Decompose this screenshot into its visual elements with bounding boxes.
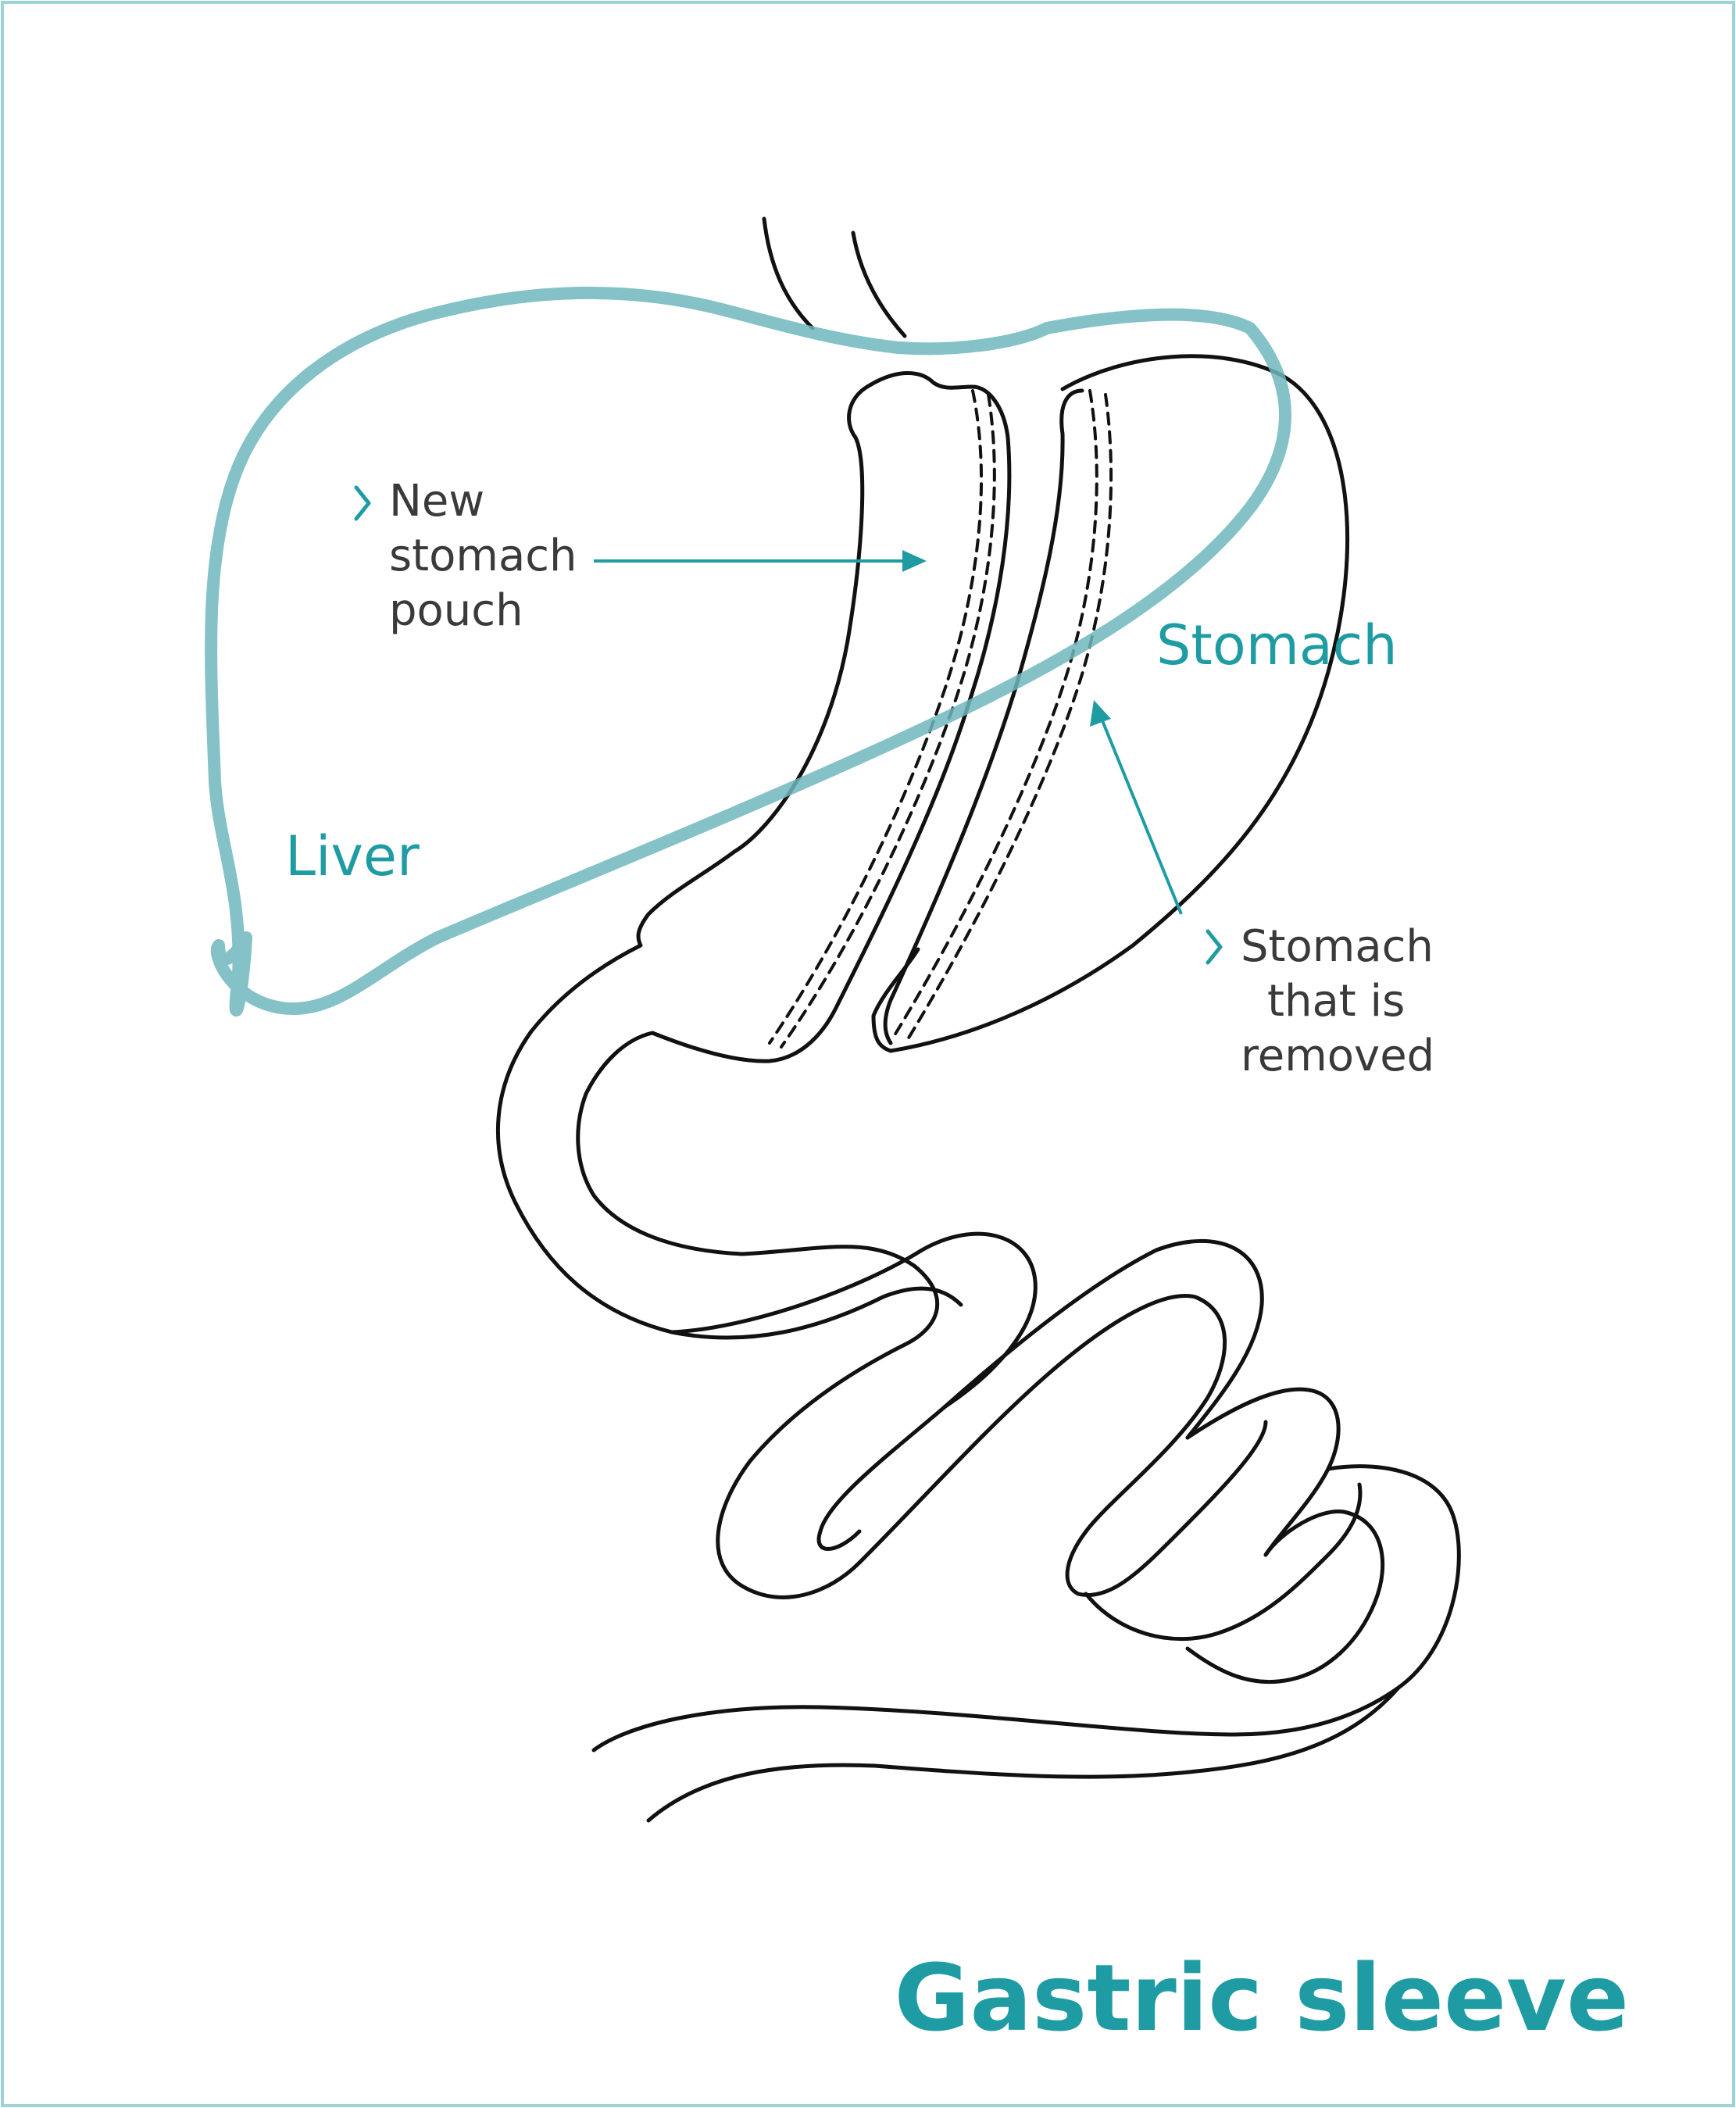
small-intestine [1263, 1509, 1385, 1604]
label-new-pouch-line1: New [389, 476, 484, 527]
esophagus [762, 216, 815, 330]
diagram-title: Gastric sleeve [895, 1944, 1630, 2052]
chevron-icon [1206, 929, 1223, 965]
staple-line [893, 389, 1098, 1037]
new-stomach-pouch [495, 384, 963, 1340]
staple-line [780, 393, 996, 1049]
label-stomach: Stomach [1156, 613, 1398, 677]
small-intestine [1065, 1420, 1268, 1597]
label-new-pouch-line2: stomach [389, 531, 577, 581]
small-intestine [716, 1245, 939, 1599]
small-intestine [646, 1685, 1401, 1823]
small-intestine [591, 1705, 1237, 1752]
small-intestine [1185, 1599, 1377, 1685]
label-liver: Liver [285, 824, 420, 888]
small-intestine [670, 1231, 1038, 1551]
label-removed-line3: removed [1241, 1031, 1434, 1081]
esophagus [851, 230, 907, 338]
small-intestine [1232, 1464, 1461, 1737]
small-intestine [943, 1238, 1264, 1440]
arrow-head-icon [902, 550, 927, 572]
chevron-icon [354, 485, 371, 521]
arrow-head-icon [1090, 700, 1111, 727]
sleeve-cut-line [883, 388, 1084, 1045]
small-intestine [1185, 1387, 1341, 1557]
label-removed-line2: that is [1267, 976, 1405, 1027]
liver-outline [205, 287, 1291, 1016]
arrow-removed [1100, 718, 1183, 915]
new-stomach-pouch [576, 371, 1012, 1256]
staple-line [906, 393, 1113, 1041]
small-intestine [857, 1294, 1227, 1565]
small-intestine [1084, 1482, 1363, 1642]
staple-line [768, 389, 984, 1045]
label-removed-line1: Stomach [1241, 921, 1434, 972]
label-new-pouch-line3: pouch [389, 585, 523, 636]
